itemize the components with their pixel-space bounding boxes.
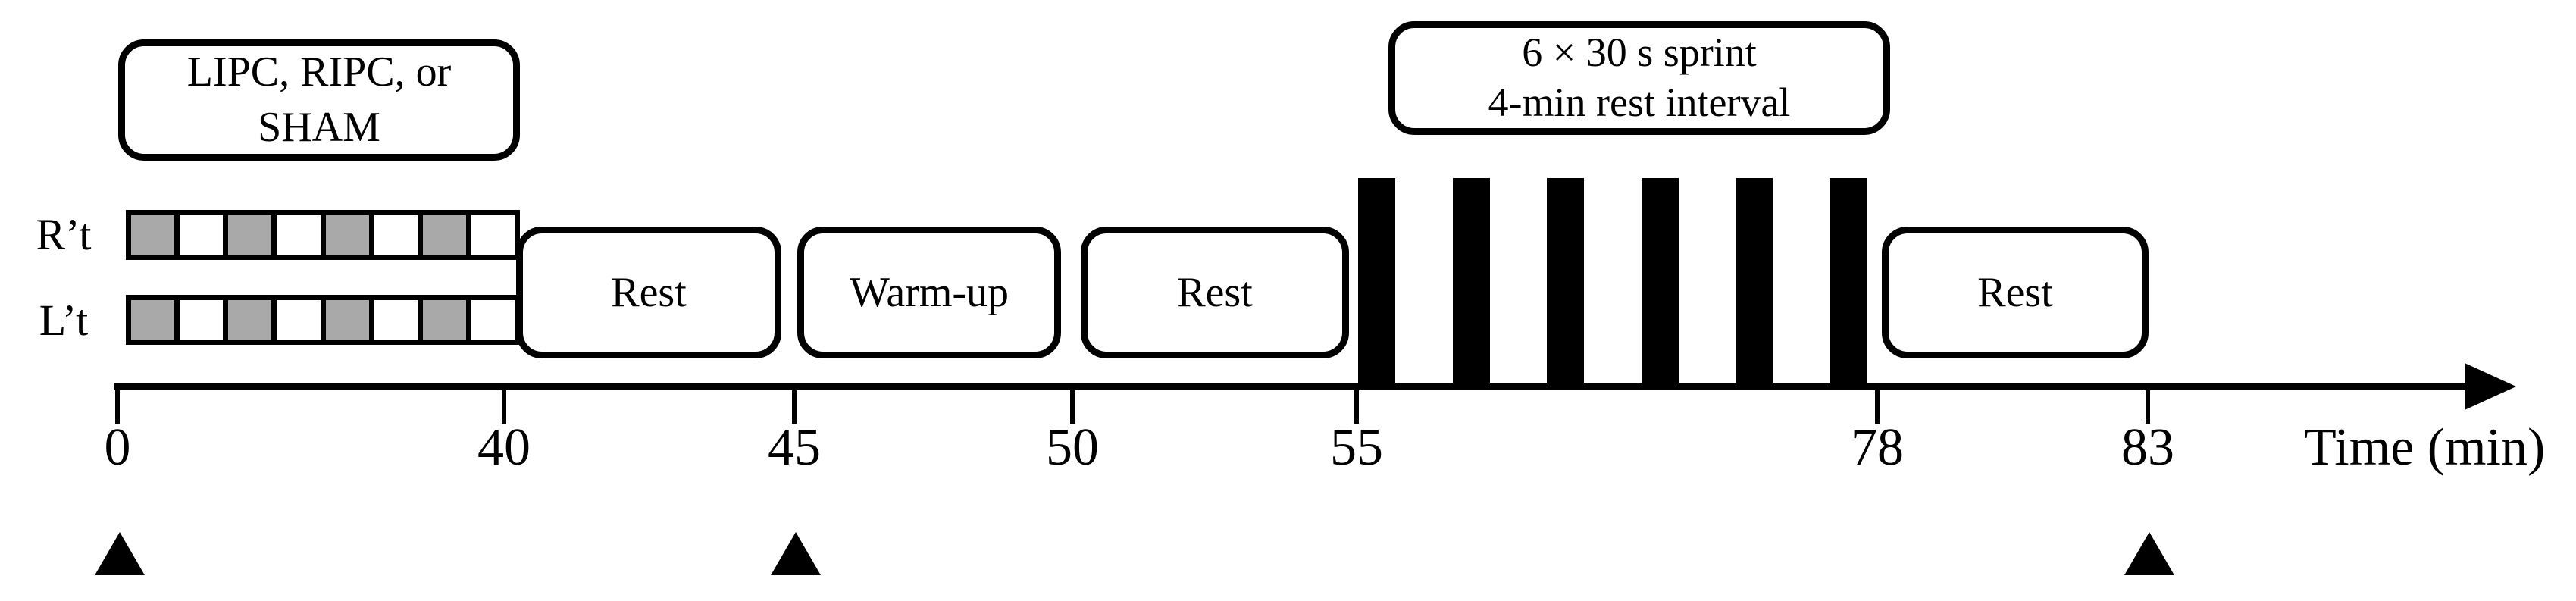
axis-tick-83 [2146, 383, 2150, 424]
cuff-cell-white [465, 215, 515, 255]
cuff-cell-gray [320, 215, 369, 255]
phase-box-rest: Rest [1081, 227, 1349, 358]
cuff-cycle-row-right [126, 210, 520, 260]
cuff-cell-gray [223, 215, 272, 255]
cuff-cell-white [465, 300, 515, 340]
axis-tick-50 [1070, 383, 1075, 424]
cuff-cell-gray [131, 300, 175, 340]
axis-tick-0 [115, 383, 120, 424]
conditioning-box-line1: LIPC, RIPC, or [186, 49, 452, 96]
sprint-bar [1736, 178, 1773, 387]
cuff-cell-gray [417, 300, 466, 340]
axis-tick-label-83: 83 [2121, 418, 2174, 477]
sprint-box-line1: 6 × 30 s sprint [1522, 30, 1757, 76]
axis-tick-label-45: 45 [768, 418, 821, 477]
axis-tick-55 [1354, 383, 1359, 424]
conditioning-box-line2: SHAM [258, 104, 380, 151]
measurement-marker-icon [771, 532, 821, 575]
phase-box-rest: Rest [1882, 227, 2149, 358]
cuff-cell-white [368, 215, 418, 255]
cuff-cell-white [271, 300, 321, 340]
cuff-cell-gray [417, 215, 466, 255]
sprint-bar [1830, 178, 1867, 387]
axis-tick-label-0: 0 [104, 418, 131, 477]
phase-box-rest: Rest [516, 227, 781, 358]
phase-box-warm-up: Warm-up [797, 227, 1061, 358]
axis-label: Time (min) [2304, 418, 2546, 477]
left-thigh-label: L’t [39, 296, 89, 345]
cuff-cell-white [174, 300, 224, 340]
cuff-cell-gray [223, 300, 272, 340]
cuff-cell-gray [131, 215, 175, 255]
sprint-box-line2: 4-min rest interval [1488, 80, 1791, 125]
timeline-arrowhead-icon [2465, 363, 2516, 410]
cuff-cell-gray [320, 300, 369, 340]
axis-tick-label-40: 40 [477, 418, 531, 477]
axis-tick-label-55: 55 [1330, 418, 1383, 477]
sprint-bar [1642, 178, 1679, 387]
axis-tick-label-78: 78 [1851, 418, 1904, 477]
measurement-marker-icon [95, 532, 145, 575]
axis-tick-40 [502, 383, 506, 424]
axis-tick-label-50: 50 [1046, 418, 1099, 477]
cuff-cell-white [174, 215, 224, 255]
sprint-bar [1547, 178, 1584, 387]
cuff-cell-white [368, 300, 418, 340]
measurement-marker-icon [2124, 532, 2174, 575]
right-thigh-label: R’t [36, 210, 92, 259]
axis-tick-78 [1875, 383, 1880, 424]
cuff-cell-white [271, 215, 321, 255]
sprint-bar [1358, 178, 1395, 387]
axis-tick-45 [792, 383, 797, 424]
sprint-bar [1453, 178, 1490, 387]
sprint-box: 6 × 30 s sprint 4-min rest interval [1388, 21, 1890, 135]
cuff-cycle-row-left [126, 295, 520, 345]
timeline-axis [114, 383, 2471, 390]
conditioning-box: LIPC, RIPC, or SHAM [118, 39, 520, 161]
